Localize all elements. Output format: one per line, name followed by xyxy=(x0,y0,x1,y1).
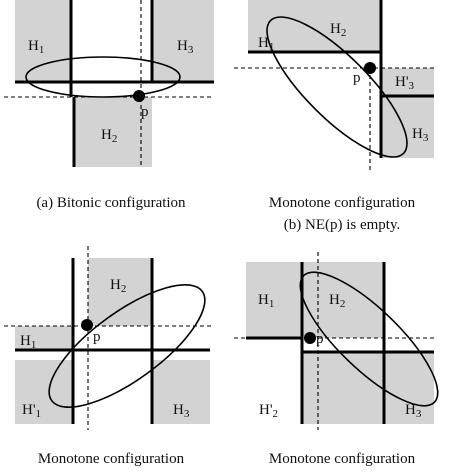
region-h3 xyxy=(381,96,434,158)
region-h3 xyxy=(384,352,434,424)
point-p xyxy=(304,332,316,344)
caption-c-line1: Monotone configuration xyxy=(38,451,185,467)
label-p: p xyxy=(93,329,101,345)
region-h1-prime xyxy=(15,360,73,424)
region-h1 xyxy=(15,326,73,350)
ellipse xyxy=(25,56,181,98)
region-h2 xyxy=(88,258,152,326)
point-p xyxy=(81,319,93,331)
label-h2-prime: H'2 xyxy=(259,402,278,420)
region-h3-prime xyxy=(381,68,434,96)
ellipse xyxy=(266,16,408,158)
region-h2 xyxy=(74,97,152,167)
panel-a: H1 H3 H2 p (a) Bitonic configuration xyxy=(4,0,214,211)
region-h3 xyxy=(152,360,210,424)
region-h2-prime xyxy=(302,352,384,424)
label-p: p xyxy=(353,70,361,86)
region-h3 xyxy=(152,0,214,82)
caption-d-line1: Monotone configuration xyxy=(269,451,416,467)
region-h1 xyxy=(248,0,313,52)
panel-c: H2 H1 H'1 H3 p Monotone configuration xyxy=(4,246,214,467)
region-h1 xyxy=(246,262,302,338)
panel-d: H1 H2 H'2 H3 p Monotone configuration xyxy=(234,252,439,467)
caption-b-line1: Monotone configuration xyxy=(269,195,416,211)
point-p xyxy=(364,62,376,74)
region-h1 xyxy=(15,0,71,82)
ellipse xyxy=(299,271,439,407)
caption-a: (a) Bitonic configuration xyxy=(36,195,186,211)
region-h2 xyxy=(313,0,381,52)
label-p: p xyxy=(316,331,324,347)
label-p: p xyxy=(141,104,149,120)
point-p xyxy=(133,90,145,102)
ellipse xyxy=(48,284,206,408)
panel-b: H1 H2 H'3 H3 p Monotone configuration (b… xyxy=(234,0,434,233)
caption-b-line2: (b) NE(p) is empty. xyxy=(284,217,401,233)
